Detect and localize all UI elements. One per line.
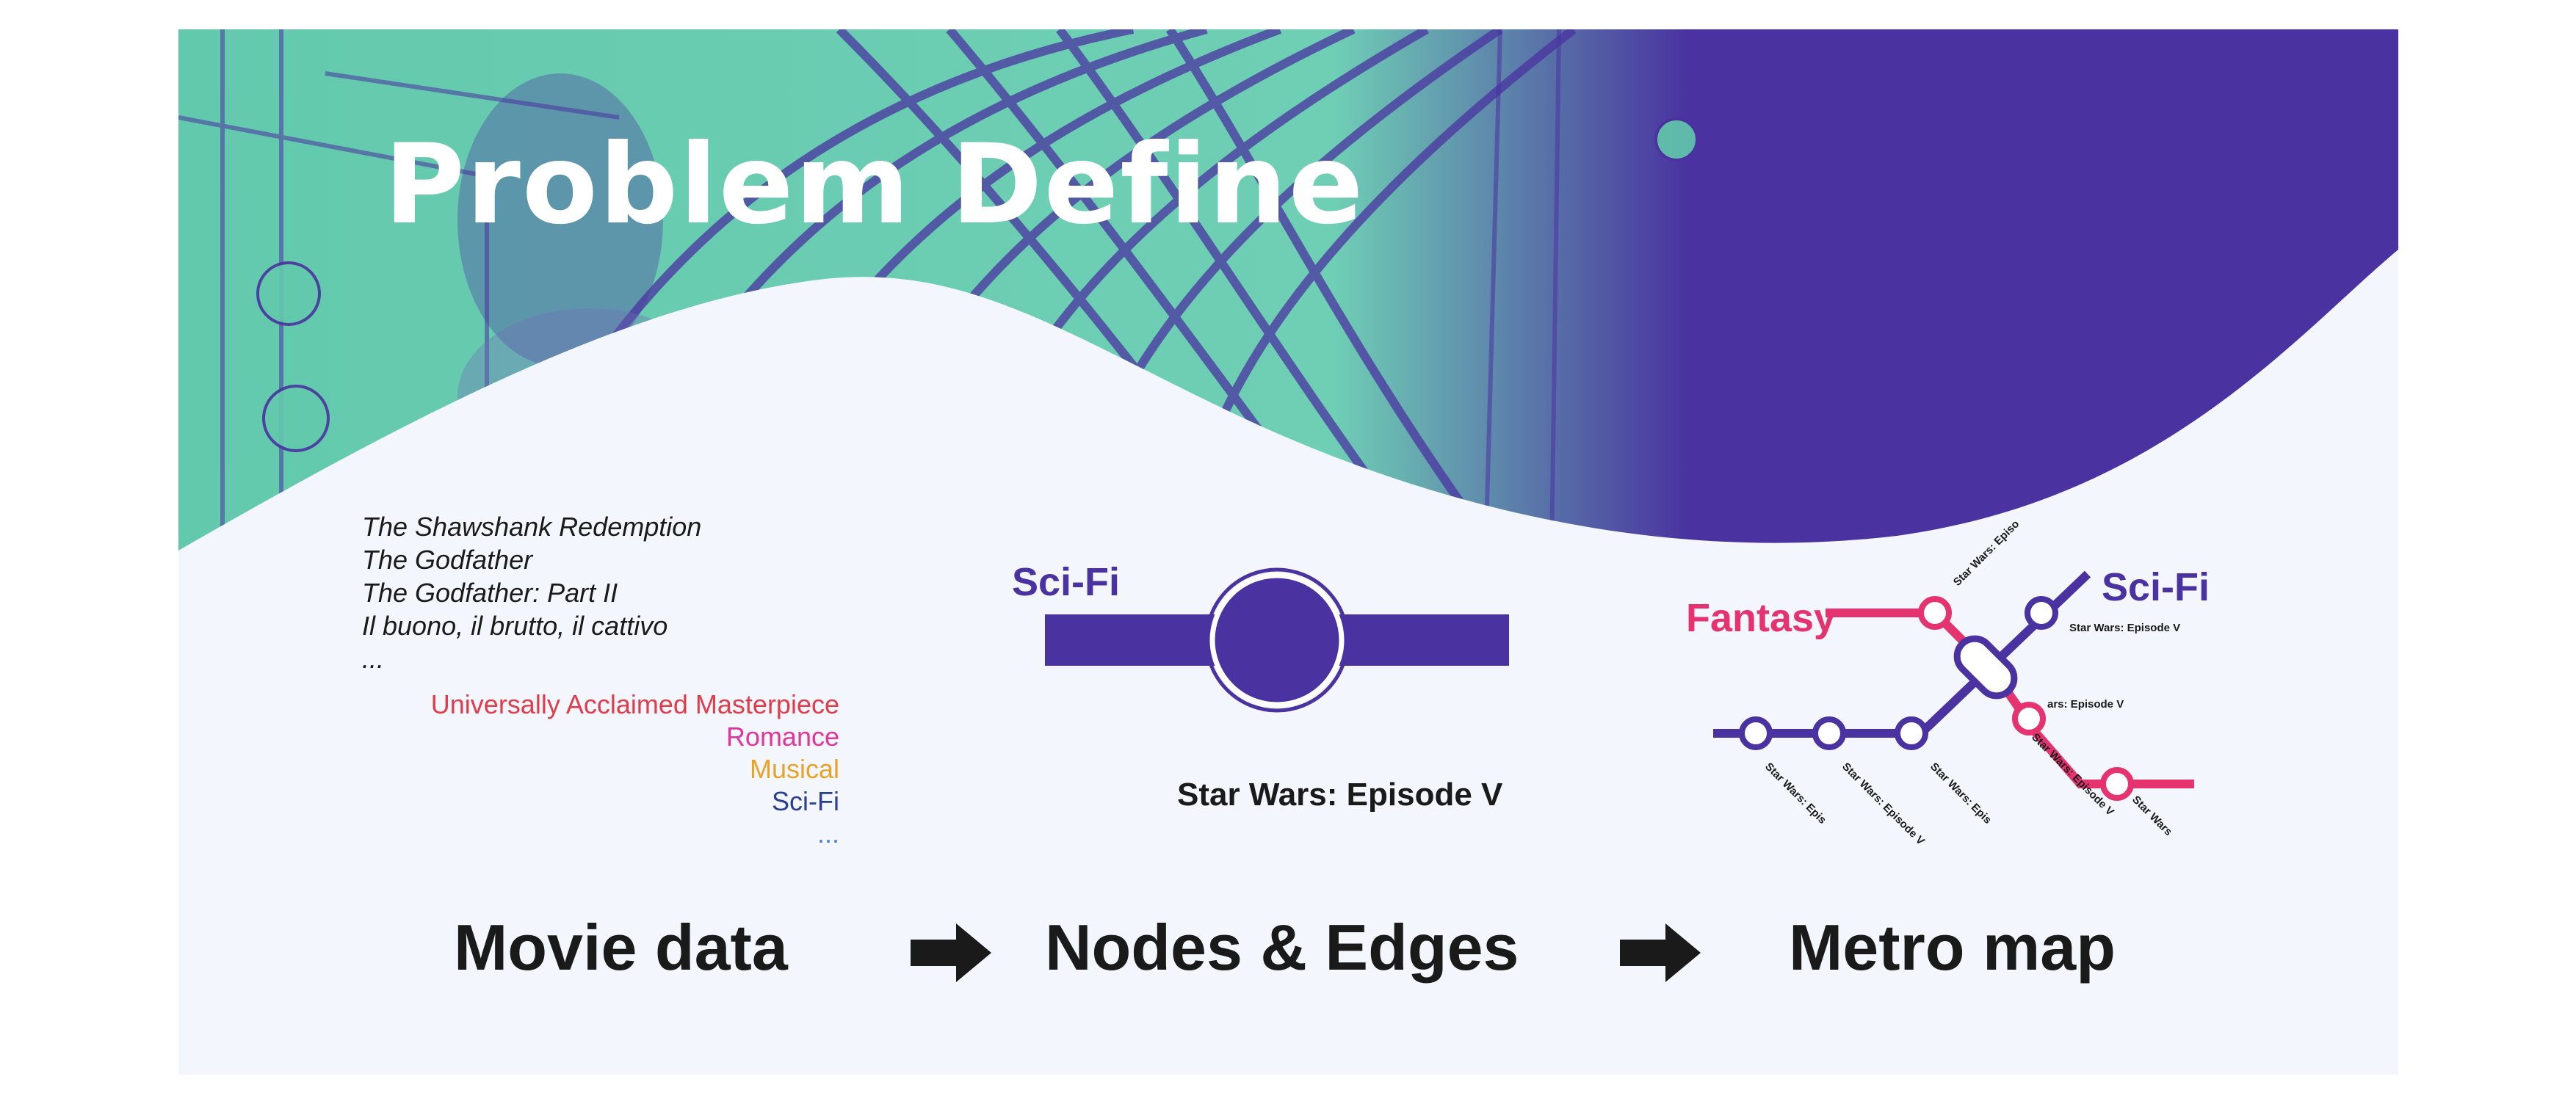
right-arrow-icon — [1620, 923, 1701, 982]
node-movie-label: Star Wars: Episode V — [1177, 777, 1503, 813]
station-label: Star Wars: Episode V — [2069, 622, 2180, 634]
page-title: Problem Define — [384, 121, 1365, 249]
edge-genre-label: Sci-Fi — [1012, 560, 1121, 604]
scifi-station — [1895, 716, 1928, 750]
genre-label: Musical — [749, 754, 839, 784]
genre-label: Romance — [726, 722, 839, 752]
fantasy-station — [1918, 596, 1952, 630]
genre-label: Sci-Fi — [772, 786, 839, 816]
hero-banner-image — [178, 29, 2398, 551]
movie-title-ellipsis: ... — [362, 644, 385, 674]
slide: Problem Define The Shawshank Redemption … — [178, 29, 2398, 1075]
genre-label: Universally Acclaimed Masterpiece — [430, 689, 839, 719]
movie-title: The Godfather: Part II — [362, 578, 618, 608]
scifi-station — [1812, 716, 1846, 750]
fantasy-line — [1826, 609, 2194, 788]
metro-scifi-label: Sci-Fi — [2102, 565, 2210, 609]
station-label: Star Wars: Epis — [1762, 760, 1828, 827]
station-label: Star Wars: Epis — [1928, 760, 1994, 827]
station-label: Star Wars — [2130, 794, 2174, 838]
station-label: ars: Episode V — [2047, 698, 2124, 711]
interchange-station — [1953, 635, 2018, 700]
movie-title-list: The Shawshank Redemption The Godfather T… — [362, 510, 701, 675]
genre-ellipsis: ... — [817, 818, 839, 849]
station-label: Star Wars: Episo — [1951, 518, 2022, 589]
metro-map-diagram: Fantasy Sci-Fi Star Wars: Episo Star War… — [1686, 518, 2210, 848]
movie-title: Il buono, il brutto, il cattivo — [362, 611, 668, 641]
step-movie-data: Movie data — [454, 911, 788, 984]
genre-list: Universally Acclaimed Masterpiece Romanc… — [369, 689, 839, 850]
right-arrow-icon — [911, 923, 991, 982]
movie-title: The Godfather — [362, 545, 533, 575]
step-nodes-edges: Nodes & Edges — [1045, 911, 1519, 984]
station-label: Star Wars: Episode V — [1839, 760, 1927, 848]
fantasy-station — [2100, 767, 2134, 801]
scifi-station — [2025, 596, 2058, 630]
scifi-station — [1739, 716, 1773, 750]
fantasy-station — [2012, 702, 2046, 736]
step-metro-map: Metro map — [1789, 911, 2116, 984]
metro-fantasy-label: Fantasy — [1686, 596, 1836, 640]
movie-title: The Shawshank Redemption — [362, 512, 702, 542]
